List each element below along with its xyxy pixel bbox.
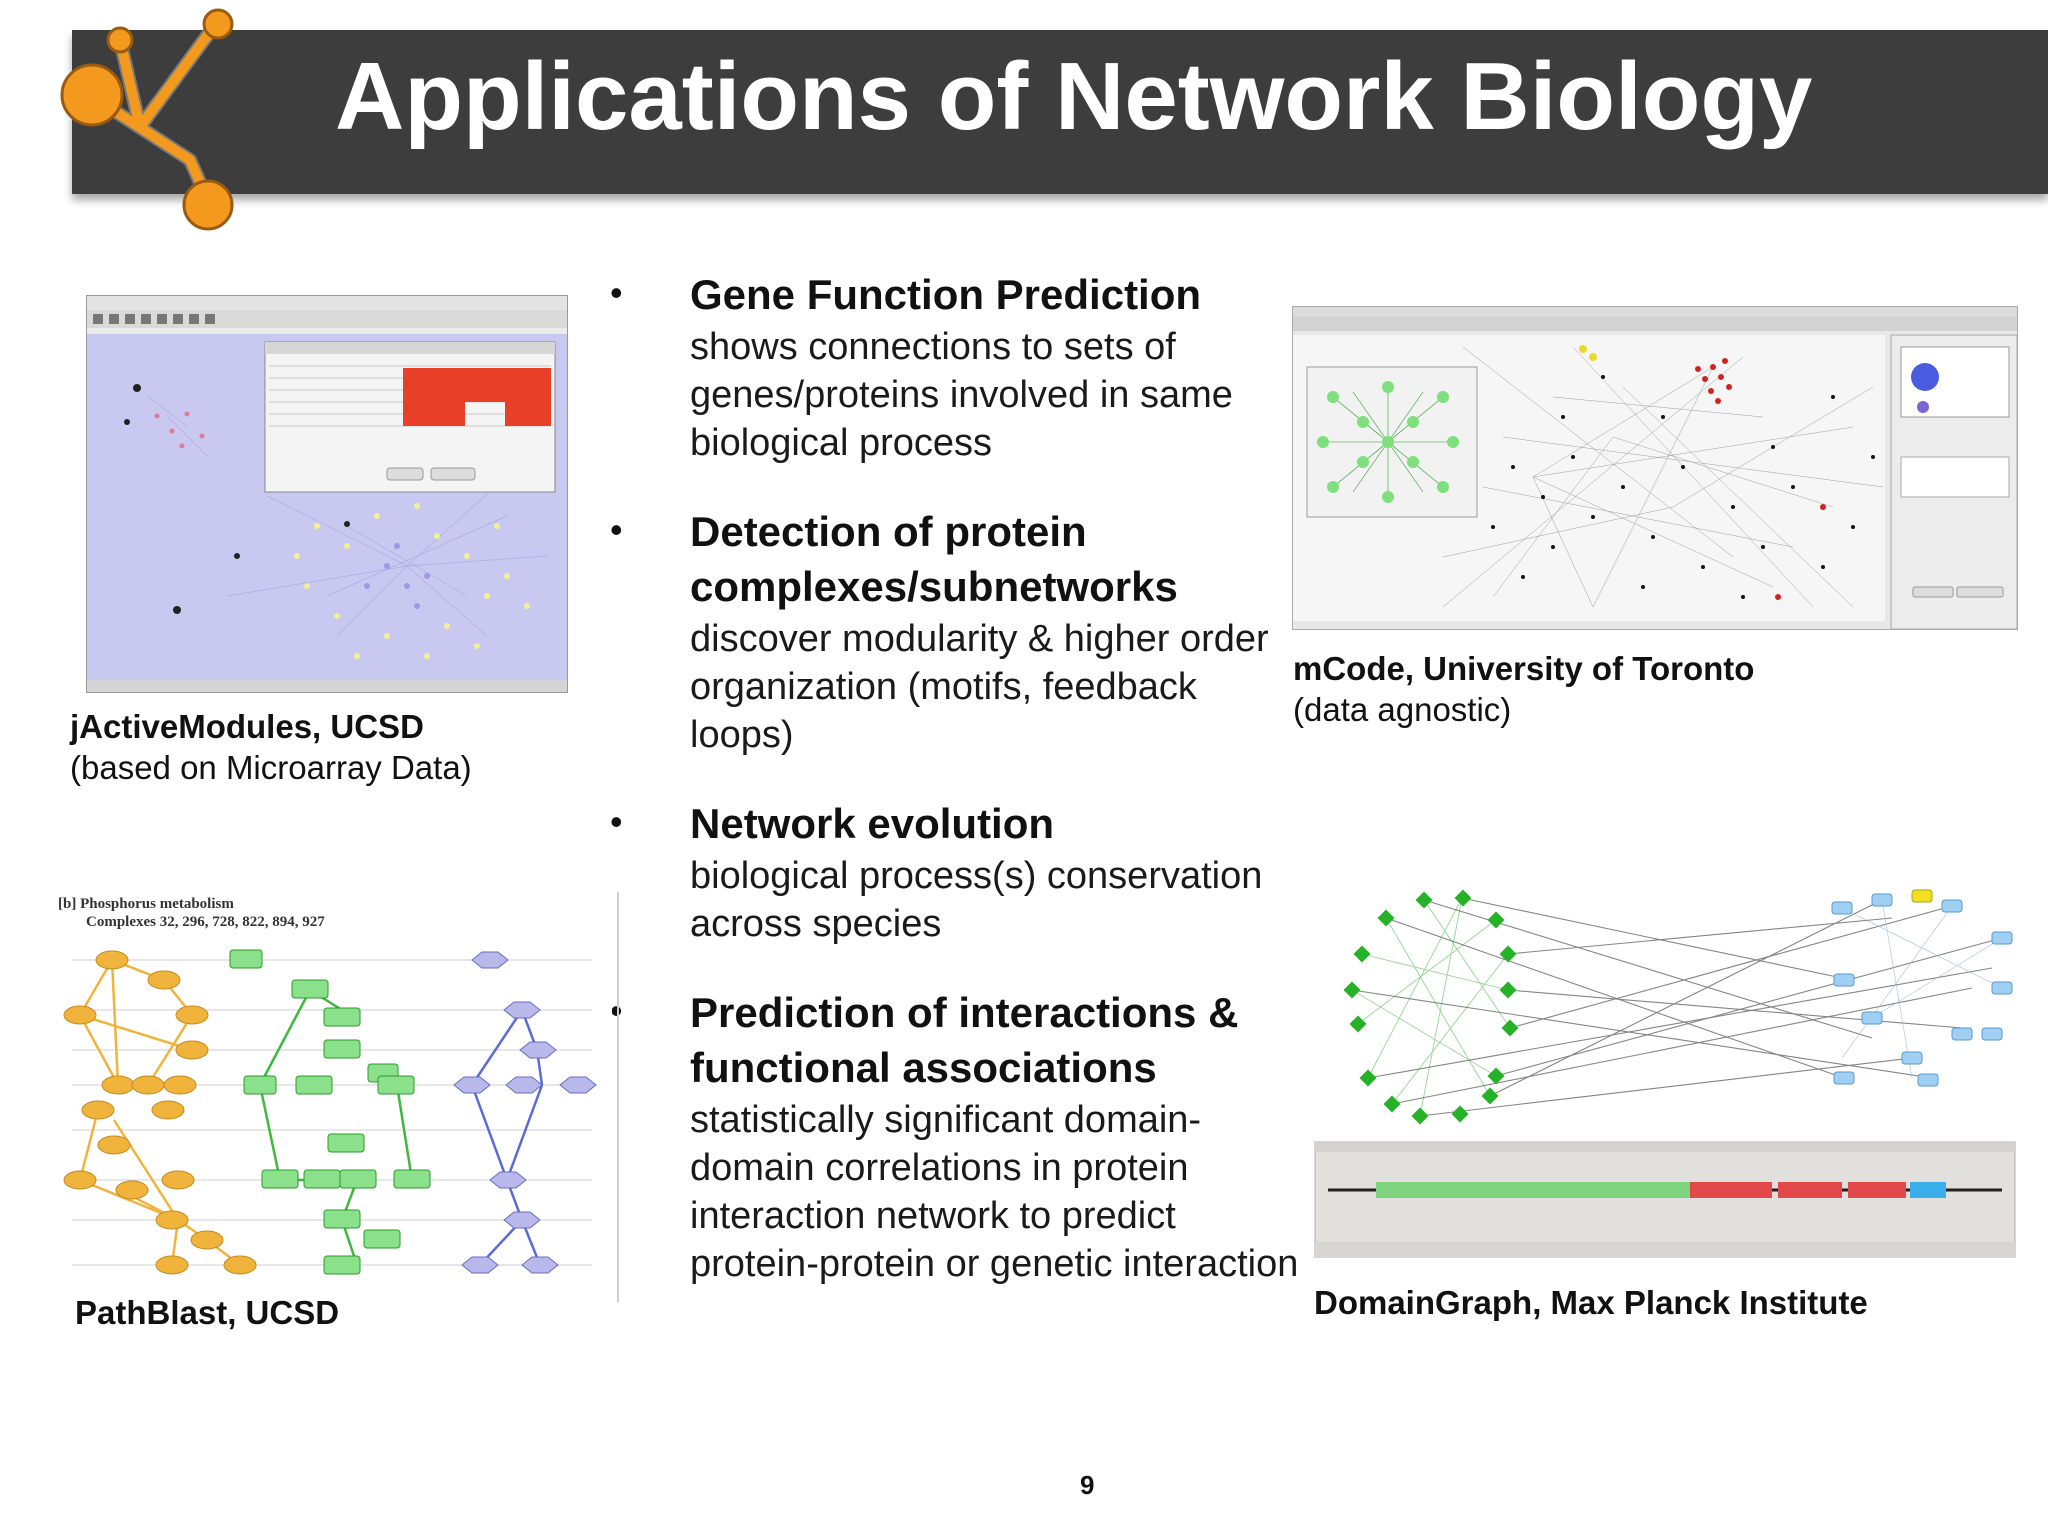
bullet-body: shows connections to sets of genes/prote… [690, 325, 1233, 465]
mcode-screenshot [1292, 306, 2018, 630]
bullet-body: statistically significant domain-domain … [690, 1098, 1299, 1286]
bullet-item: • Gene Function Prediction shows connect… [610, 268, 1300, 467]
jactivemodules-caption: jActiveModules, UCSD (based on Microarra… [70, 706, 472, 789]
jactivemodules-caption-title: jActiveModules, UCSD [70, 708, 424, 745]
mcode-caption-subtitle: (data agnostic) [1293, 691, 1512, 729]
bullet-heading: Gene Function Prediction [690, 271, 1202, 318]
bullet-heading: Network evolution [690, 800, 1055, 848]
mcode-caption: mCode, University of Toronto (data agnos… [1293, 648, 1754, 731]
slide-title: Applications of Network Biology [335, 43, 1813, 150]
pathblast-caption-title: PathBlast, UCSD [75, 1294, 340, 1331]
bullet-body: biological process(s) conservation acros… [690, 854, 1263, 946]
domaingraph-figure [1312, 878, 2018, 1258]
pathblast-caption: PathBlast, UCSD [75, 1292, 339, 1333]
bullet-heading: Prediction of interactions & functional … [690, 989, 1239, 1091]
pathblast-figure-subheader: Complexes 32, 296, 728, 822, 894, 927 [86, 914, 325, 930]
bullet-heading: Detection of protein complexes/subnetwor… [690, 508, 1178, 610]
cytoscape-logo [60, 8, 234, 231]
bullet-dot: • [610, 272, 623, 313]
bullet-item: • Detection of protein complexes/subnetw… [610, 505, 1300, 759]
mcode-caption-title: mCode, University of Toronto [1293, 650, 1755, 687]
domaingraph-caption: DomainGraph, Max Planck Institute [1314, 1282, 1868, 1323]
bullet-item: • Prediction of interactions & functiona… [610, 986, 1300, 1288]
bullet-dot: • [610, 801, 623, 843]
bullet-body: discover modularity & higher order organ… [690, 617, 1269, 757]
domaingraph-caption-title: DomainGraph, Max Planck Institute [1314, 1284, 1868, 1321]
bullet-dot: • [610, 990, 623, 1032]
bullet-list: • Gene Function Prediction shows connect… [610, 268, 1300, 1327]
bullet-dot: • [610, 509, 623, 551]
pathblast-figure-header: [b] Phosphorus metabolism [58, 896, 234, 912]
jactivemodules-caption-subtitle: (based on Microarray Data) [70, 749, 472, 787]
divider-line [617, 892, 619, 1302]
title-bar [72, 30, 2048, 194]
pathblast-figure: [b] Phosphorus metabolism Complexes 32, … [52, 890, 612, 1290]
bullet-item: • Network evolution biological process(s… [610, 797, 1300, 948]
jactivemodules-screenshot [86, 295, 568, 693]
page-number: 9 [1080, 1470, 1095, 1500]
